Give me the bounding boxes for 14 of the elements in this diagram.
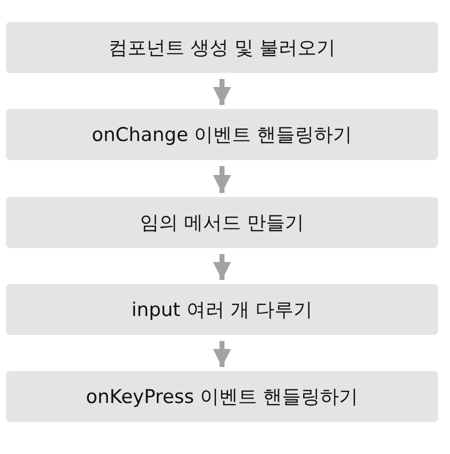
step-label: onChange 이벤트 핸들링하기 — [92, 122, 352, 148]
step-label: onKeyPress 이벤트 핸들링하기 — [86, 384, 358, 410]
step-box — [6, 197, 438, 248]
step-box — [6, 109, 438, 160]
step-box — [6, 371, 438, 422]
arrow — [213, 254, 231, 280]
arrow — [213, 79, 231, 105]
step-label: 컴포넌트 생성 및 불러오기 — [108, 36, 336, 60]
step-box — [6, 284, 438, 335]
step-label: input 여러 개 다루기 — [132, 298, 312, 322]
step-label: 임의 메서드 만들기 — [140, 210, 304, 236]
arrow — [213, 166, 231, 193]
arrow — [213, 341, 231, 367]
step-box — [6, 22, 438, 73]
